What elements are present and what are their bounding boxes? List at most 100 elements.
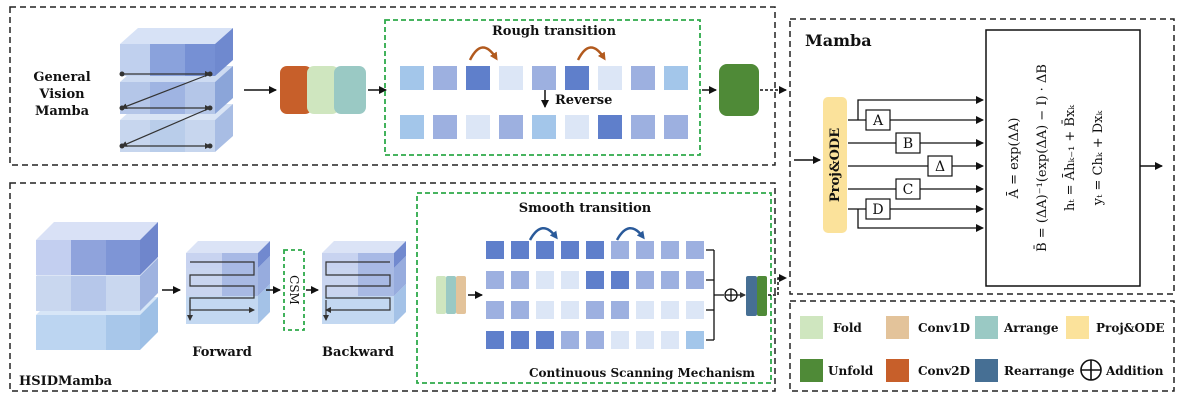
token-square	[486, 301, 504, 319]
token-square	[636, 331, 654, 349]
svg-text:C: C	[903, 182, 914, 198]
forward-label: Forward	[192, 345, 252, 360]
mamba-panel	[789, 18, 1175, 295]
token-square	[686, 331, 704, 349]
reverse-label: Reverse	[555, 93, 612, 108]
legend-conv2d: Conv2D	[886, 359, 970, 382]
general-vision-mamba-panel	[9, 6, 776, 166]
svg-text:Rearrange: Rearrange	[1004, 364, 1075, 378]
token-square	[661, 241, 679, 259]
rough-curve-arrow-1	[468, 46, 498, 61]
token-square	[586, 271, 604, 289]
token-square	[631, 115, 655, 139]
circle-plus-icon	[724, 288, 738, 302]
legend-rearrange: Rearrange	[975, 359, 1075, 382]
token-square	[532, 115, 556, 139]
csm-label: CSM	[287, 275, 301, 305]
legend-addition: Addition	[1080, 359, 1164, 381]
token-square	[586, 241, 604, 259]
rough-transition-box	[384, 19, 701, 156]
token-square	[686, 301, 704, 319]
token-square	[486, 241, 504, 259]
mamba-title: Mamba	[805, 31, 872, 50]
token-square	[532, 66, 556, 90]
token-square	[511, 241, 529, 259]
ssm-equation-box	[985, 29, 1141, 287]
token-square	[400, 115, 424, 139]
token-square	[400, 66, 424, 90]
token-square	[536, 241, 554, 259]
token-square	[511, 271, 529, 289]
token-square	[686, 241, 704, 259]
legend-proj-ode: Proj&ODE	[1066, 316, 1165, 339]
token-square	[466, 115, 490, 139]
branch-delta-box: Δ	[927, 155, 953, 177]
continuous-scanning-box	[416, 192, 772, 384]
svg-text:Arrange: Arrange	[1003, 321, 1059, 335]
token-square	[561, 241, 579, 259]
token-square	[486, 271, 504, 289]
svg-text:D: D	[872, 202, 883, 218]
equation-a-bar: Ā = exp(ΔA)	[1006, 118, 1022, 200]
forward-scan-cube	[186, 241, 270, 324]
backward-label: Backward	[322, 345, 394, 360]
legend-panel	[789, 300, 1175, 392]
backward-scan-cube	[322, 241, 406, 324]
rough-transition-label: Rough transition	[492, 24, 617, 39]
legend-arrange: Arrange	[975, 316, 1059, 339]
svg-text:Addition: Addition	[1105, 364, 1164, 378]
token-square	[561, 301, 579, 319]
token-square	[636, 241, 654, 259]
token-square	[611, 241, 629, 259]
gvm-title-line-3: Mamba	[35, 104, 90, 119]
token-square	[433, 66, 457, 90]
branch-d-box: D	[865, 198, 891, 220]
svg-text:Conv1D: Conv1D	[918, 321, 970, 335]
token-square	[561, 271, 579, 289]
proj-ode-block	[823, 97, 847, 233]
token-square	[598, 115, 622, 139]
equation-state: hₜ = Āhₖ₋₁ + B̄xₖ	[1062, 104, 1078, 211]
smooth-token-grid	[486, 241, 704, 349]
token-square	[631, 66, 655, 90]
branch-lines	[848, 96, 984, 232]
top-token-row	[400, 66, 688, 90]
reversed-token-row	[400, 115, 688, 139]
token-square	[511, 301, 529, 319]
top-feature-cube	[119, 28, 233, 152]
legend-fold: Fold	[800, 316, 862, 339]
gvm-title-line-2: Vision	[38, 87, 85, 102]
equation-b-bar: B̄ = (ΔA)⁻¹(exp(ΔA) − I) · ΔB	[1034, 64, 1050, 252]
hsidmamba-title: HSIDMamba	[19, 374, 113, 389]
equation-output: yₜ = Chₖ + Dxₖ	[1091, 110, 1106, 207]
continuous-scanning-label: Continuous Scanning Mechanism	[529, 366, 755, 380]
smooth-transition-label: Smooth transition	[519, 201, 652, 216]
token-square	[565, 115, 589, 139]
legend-conv1d: Conv1D	[886, 316, 970, 339]
csm-box	[283, 249, 305, 331]
token-square	[611, 271, 629, 289]
legend-unfold: Unfold	[800, 359, 874, 382]
token-square	[611, 301, 629, 319]
token-square	[565, 66, 589, 90]
circle-plus-icon	[1080, 359, 1102, 381]
branch-b-box: B	[895, 132, 921, 154]
svg-text:Unfold: Unfold	[828, 364, 874, 378]
token-square	[561, 331, 579, 349]
token-square	[636, 271, 654, 289]
token-square	[466, 66, 490, 90]
svg-text:Conv2D: Conv2D	[918, 364, 970, 378]
token-square	[661, 331, 679, 349]
token-square	[486, 331, 504, 349]
ssm-equations: Ā = exp(ΔA) B̄ = (ΔA)⁻¹(exp(ΔA) − I) · Δ…	[1006, 64, 1106, 252]
token-square	[586, 301, 604, 319]
branch-a-box: A	[865, 109, 891, 131]
token-square	[664, 66, 688, 90]
token-square	[664, 115, 688, 139]
token-square	[586, 331, 604, 349]
merge-lines	[706, 249, 724, 341]
token-square	[636, 301, 654, 319]
svg-text:Fold: Fold	[833, 321, 862, 335]
svg-text:A: A	[872, 113, 884, 129]
smooth-curve-arrow-1	[528, 227, 558, 241]
